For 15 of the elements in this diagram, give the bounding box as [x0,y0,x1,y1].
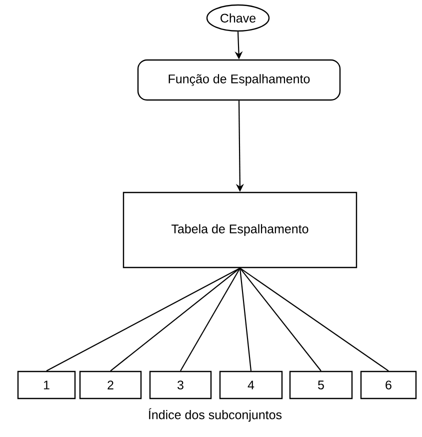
process-box: Função de Espalhamento [137,59,341,101]
index-cell: 4 [219,370,283,400]
connector-line [239,268,252,371]
index-cell: 5 [289,370,353,400]
connector-line [46,268,240,372]
connector-line [240,268,389,372]
connector-line [110,268,240,372]
table-box: Tabela de Espalhamento [122,192,358,268]
index-cell: 2 [79,370,142,400]
caption-label: Índice dos subconjuntos [148,408,282,422]
index-cell: 6 [360,370,417,400]
index-cell: 3 [149,370,212,400]
connector-line [240,268,322,372]
index-cell: 1 [17,370,76,400]
connector-line [180,268,240,372]
